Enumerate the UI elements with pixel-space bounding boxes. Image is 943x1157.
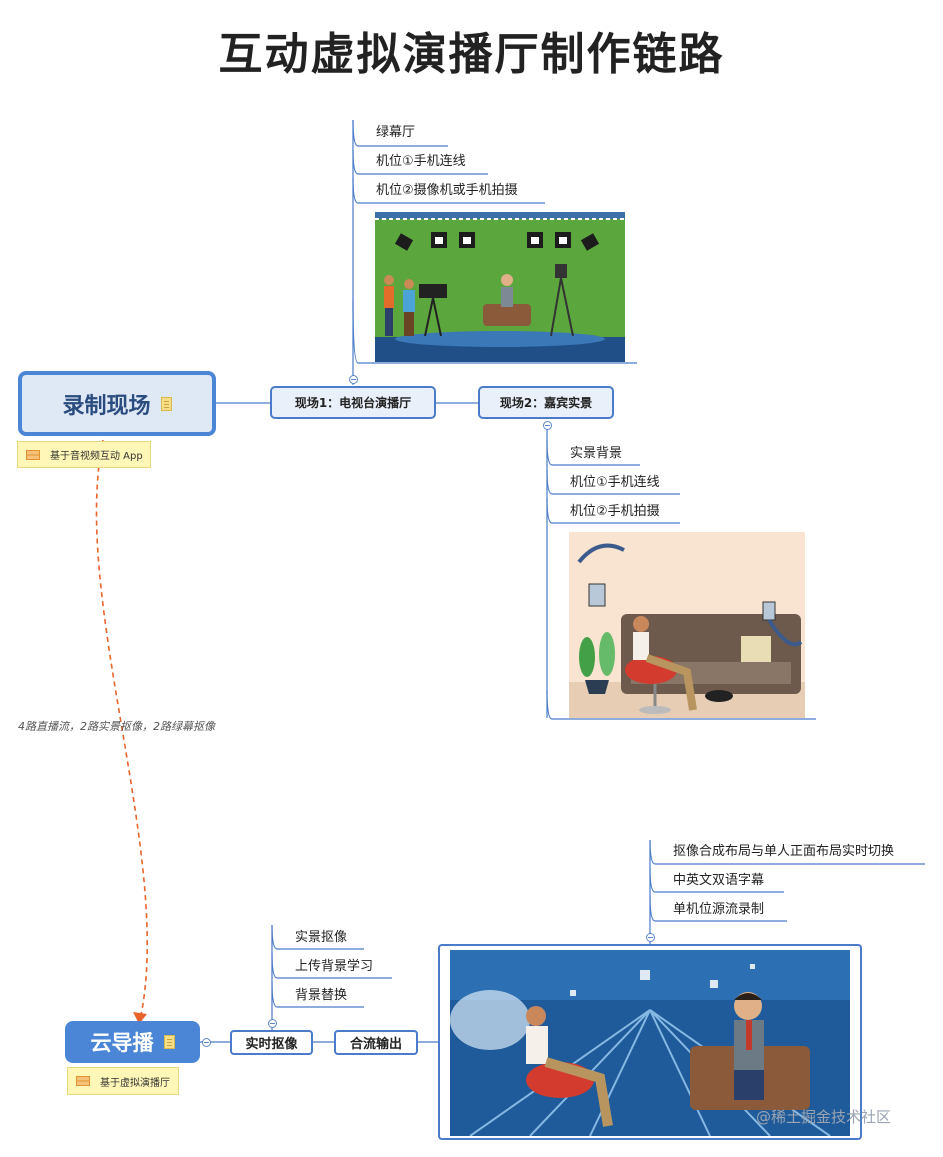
scene1-item-1: 机位①手机连线 — [376, 154, 466, 169]
guest-living-room-image — [569, 532, 805, 718]
record-root-label: 录制现场 — [62, 393, 151, 419]
cloud-root-note: 基于虚拟演播厅 — [67, 1067, 179, 1095]
output-node[interactable]: 合流输出 — [334, 1030, 418, 1055]
keying-collapse-toggle[interactable] — [268, 1019, 277, 1028]
note-document-icon[interactable] — [160, 396, 172, 411]
scene2-item-1: 机位①手机连线 — [570, 475, 660, 490]
note-card-icon — [76, 1076, 90, 1086]
scene2-item-0: 实景背景 — [570, 446, 623, 461]
scene1-collapse-toggle[interactable] — [349, 375, 358, 384]
output-collapse-toggle[interactable] — [646, 933, 655, 942]
cloud-root-label: 云导播 — [90, 1031, 154, 1055]
keying-item-2: 背景替换 — [295, 988, 348, 1003]
watermark-text: @稀土掘金技术社区 — [756, 1108, 892, 1126]
virtual-studio-composite-image — [450, 950, 850, 1136]
scene2-label: 现场2：嘉宾实景 — [499, 396, 593, 410]
record-root-note: 基于音视频互动 App — [17, 441, 151, 468]
keying-label: 实时抠像 — [245, 1037, 298, 1052]
note-document-icon[interactable] — [163, 1035, 175, 1049]
output-item-0: 抠像合成布局与单人正面布局实时切换 — [673, 844, 895, 859]
output-label: 合流输出 — [349, 1037, 402, 1052]
cloud-root-note-text: 基于虚拟演播厅 — [100, 1077, 170, 1089]
page-title: 互动虚拟演播厅制作链路 — [218, 29, 725, 80]
virtual-studio-frame — [438, 944, 862, 1140]
output-item-2: 单机位源流录制 — [673, 902, 765, 917]
record-root-node[interactable]: 录制现场 — [18, 371, 216, 436]
scene1-node[interactable]: 现场1：电视台演播厅 — [270, 386, 436, 419]
keying-item-1: 上传背景学习 — [295, 959, 374, 974]
keying-node[interactable]: 实时抠像 — [230, 1030, 313, 1055]
keying-item-0: 实景抠像 — [295, 930, 348, 945]
record-root-note-text: 基于音视频互动 App — [50, 451, 143, 462]
cloud-root-node[interactable]: 云导播 — [65, 1021, 200, 1063]
note-card-icon — [26, 449, 40, 460]
output-item-1: 中英文双语字幕 — [673, 873, 765, 888]
scene2-collapse-toggle[interactable] — [543, 421, 552, 430]
scene2-node[interactable]: 现场2：嘉宾实景 — [478, 386, 614, 419]
cloud-root-collapse-toggle[interactable] — [202, 1038, 211, 1047]
green-screen-studio-image — [375, 212, 625, 362]
relation-label: 4路直播流，2路实景抠像，2路绿幕抠像 — [18, 720, 215, 733]
scene2-item-2: 机位②手机拍摄 — [570, 504, 660, 519]
scene1-item-0: 绿幕厅 — [376, 125, 416, 140]
scene1-item-2: 机位②摄像机或手机拍摄 — [376, 183, 518, 198]
scene1-label: 现场1：电视台演播厅 — [294, 396, 412, 410]
